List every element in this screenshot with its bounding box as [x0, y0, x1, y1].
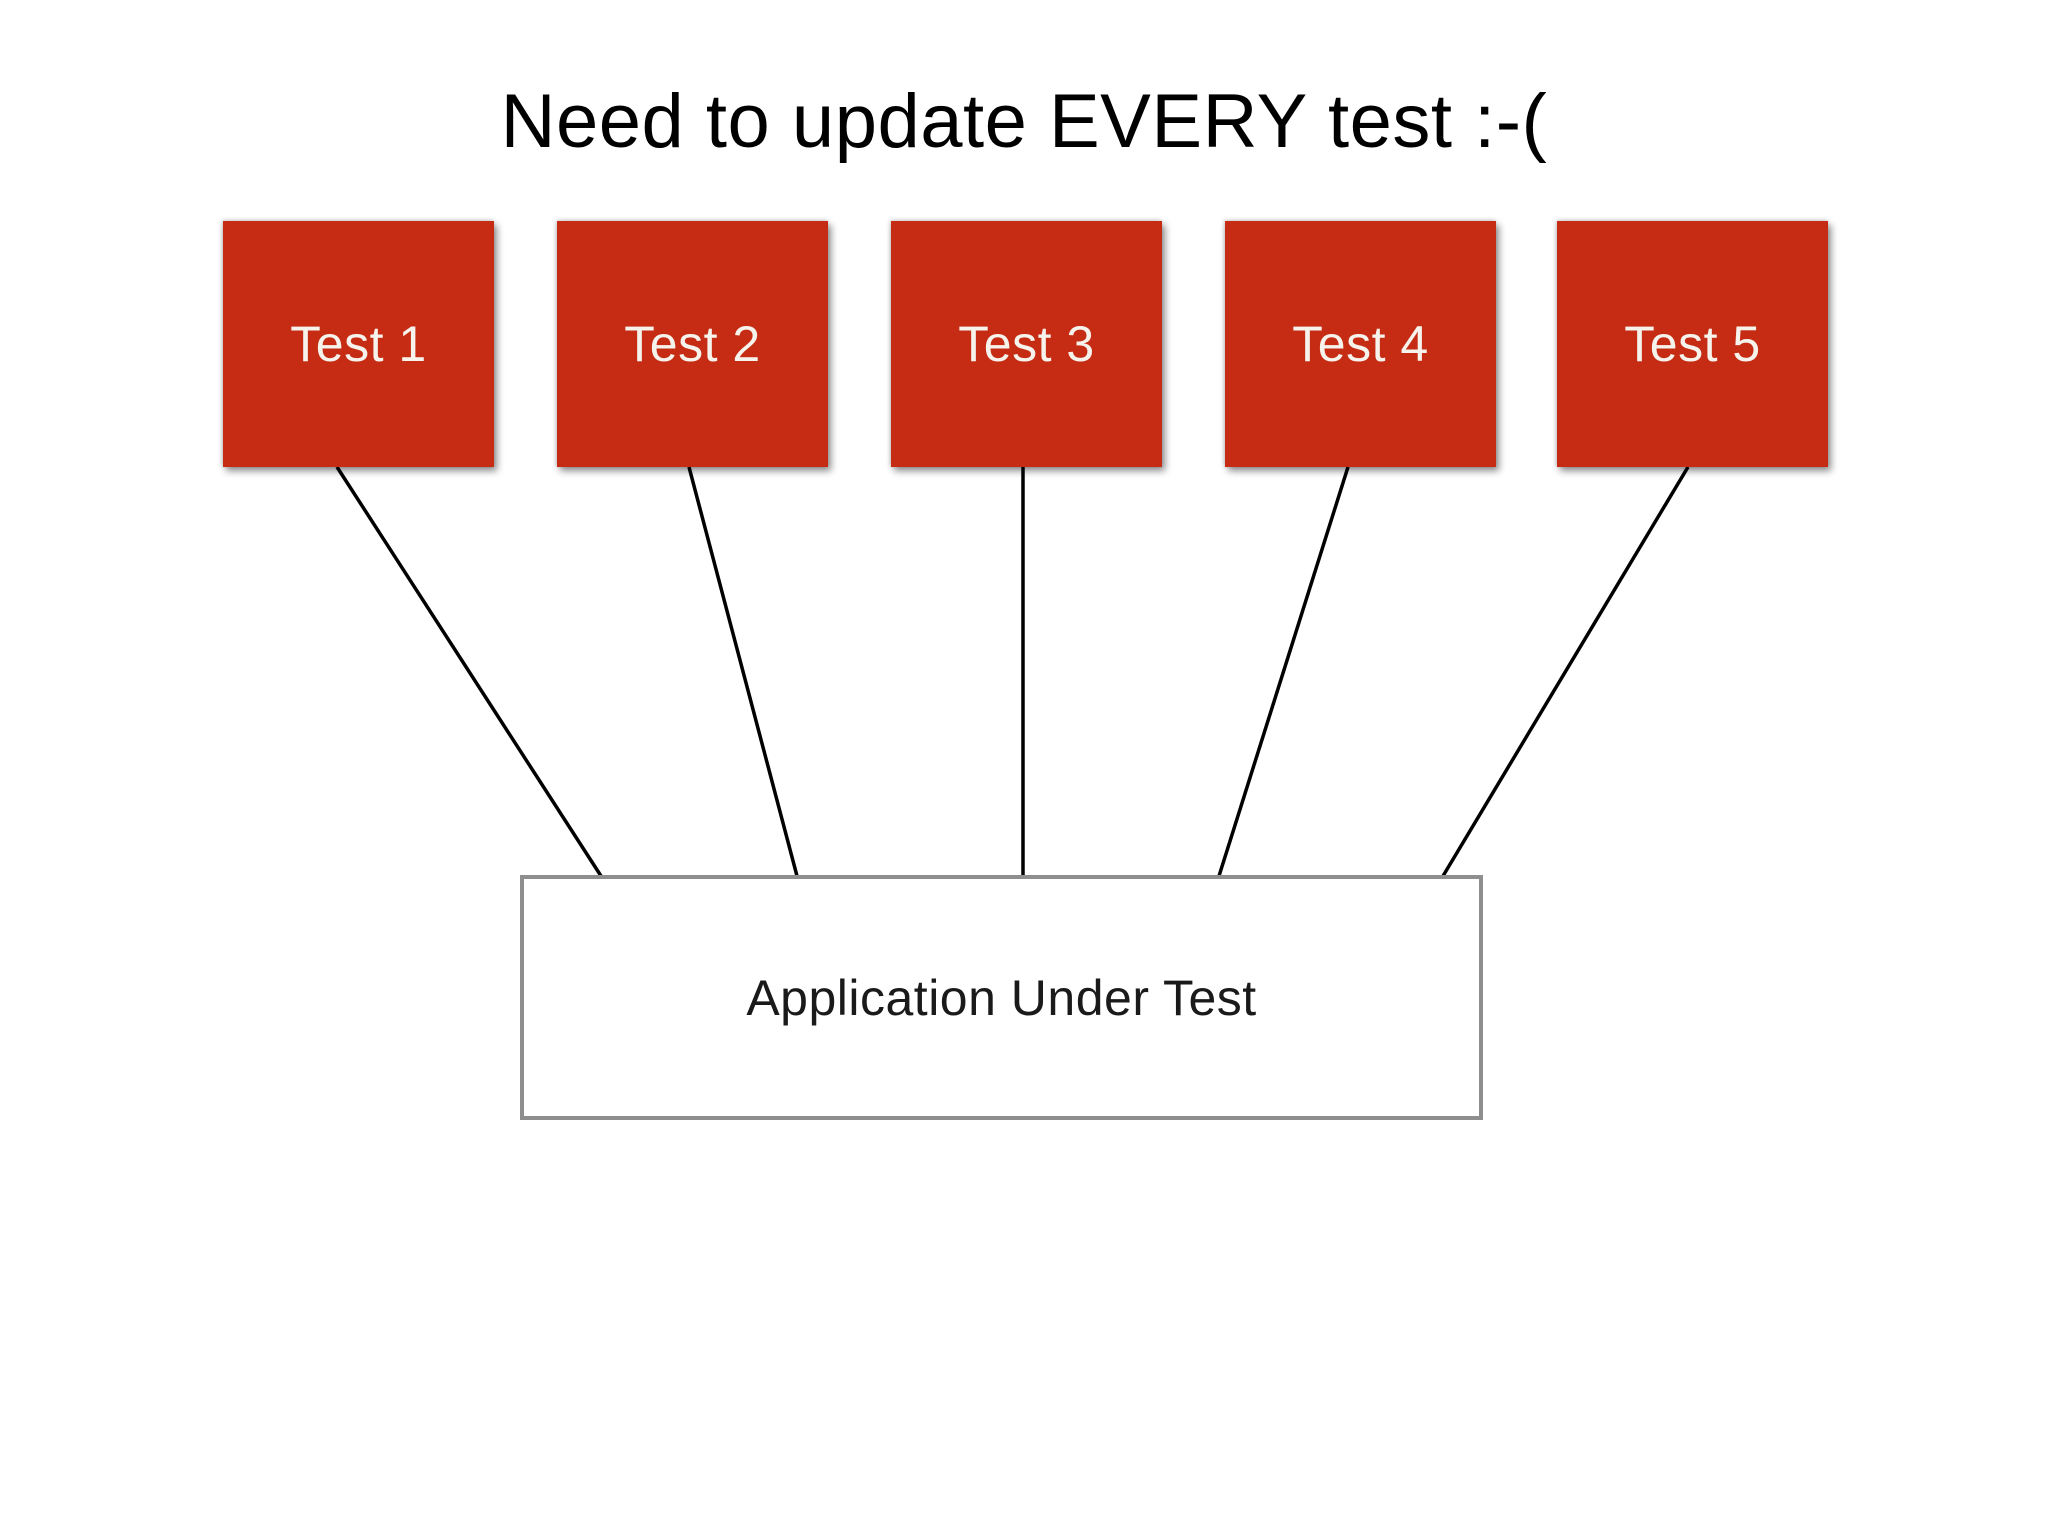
test-box-4-label: Test 4 [1292, 316, 1429, 372]
test-box-3: Test 3 [891, 221, 1162, 467]
application-under-test-box: Application Under Test [520, 875, 1483, 1120]
connector-test-2-to-aut [687, 466, 799, 877]
test-box-4: Test 4 [1225, 221, 1496, 467]
test-box-3-label: Test 3 [958, 316, 1095, 372]
connector-test-5-to-aut [1441, 466, 1690, 877]
test-box-5-label: Test 5 [1624, 316, 1761, 372]
test-box-1: Test 1 [223, 221, 494, 467]
test-box-5: Test 5 [1557, 221, 1828, 467]
test-box-2-label: Test 2 [624, 316, 761, 372]
slide-title: Need to update EVERY test :-( [500, 79, 1548, 164]
test-box-2: Test 2 [557, 221, 828, 467]
application-under-test-label: Application Under Test [746, 969, 1257, 1026]
test-box-1-label: Test 1 [290, 316, 427, 372]
connector-test-4-to-aut [1217, 466, 1350, 877]
connector-test-1-to-aut [335, 466, 603, 877]
